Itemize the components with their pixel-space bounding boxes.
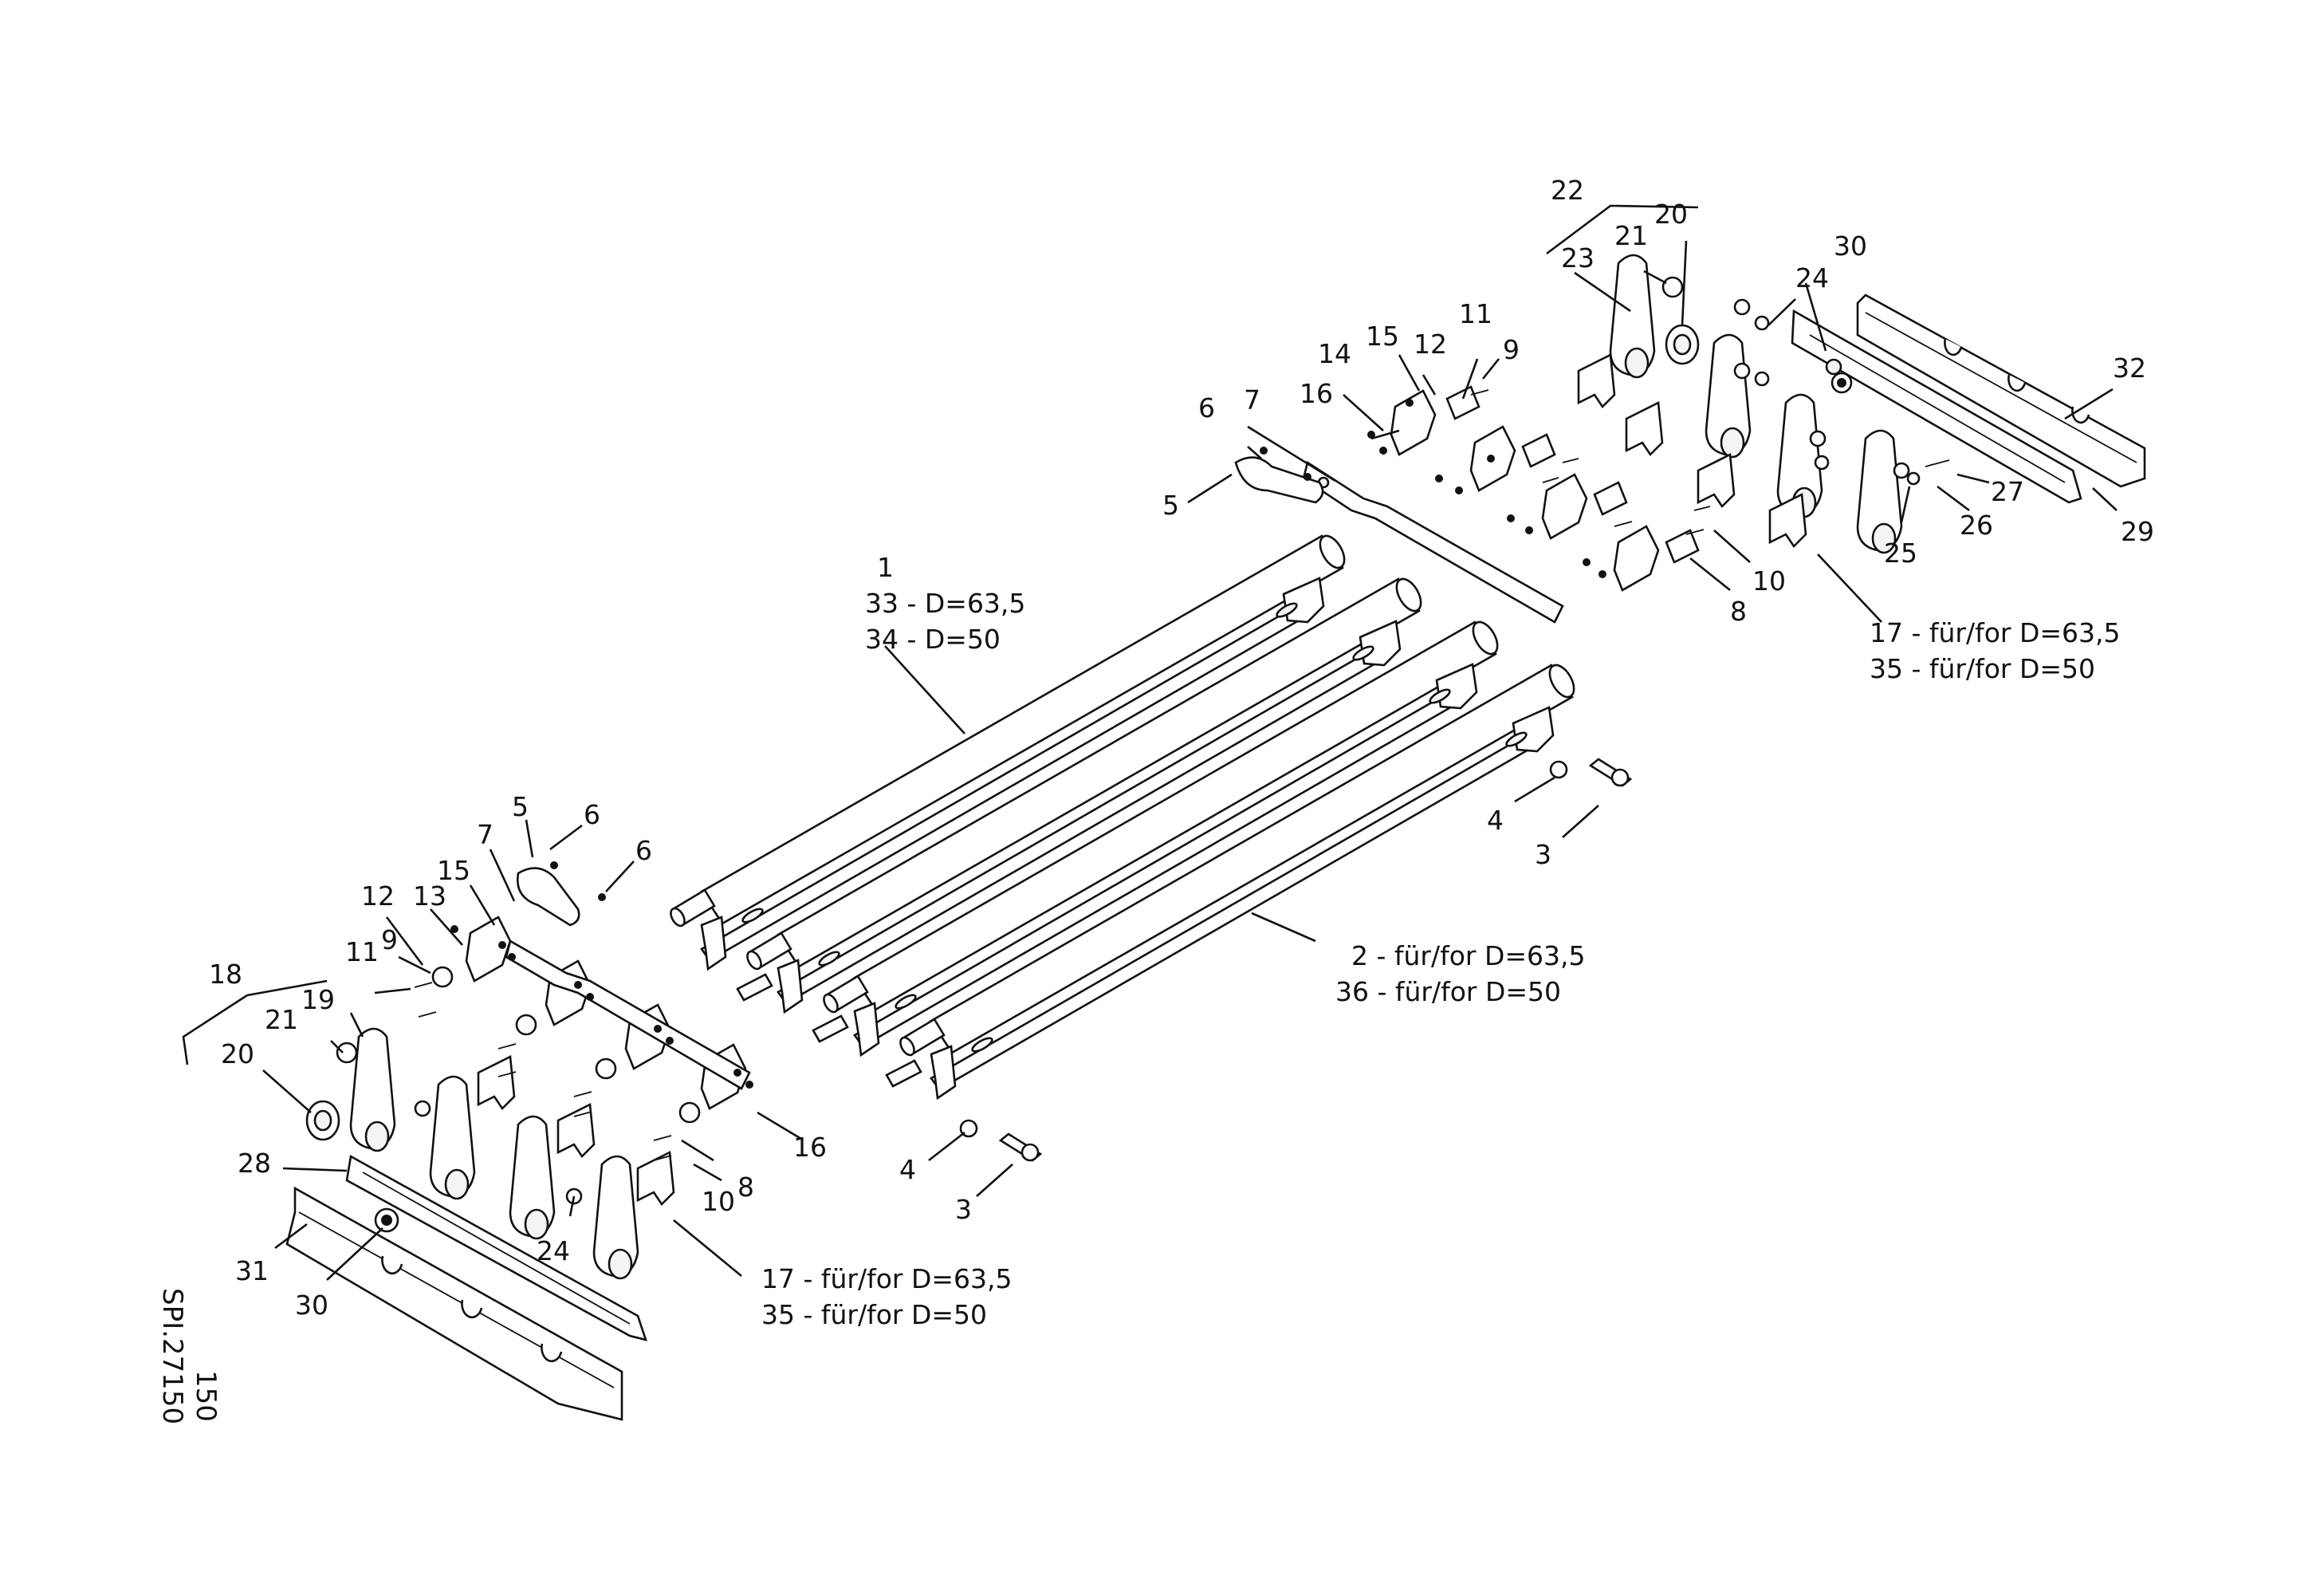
note-cover-left-line-1: 17 - für/for D=63,5 <box>761 1263 1013 1294</box>
callout-l16: 16 <box>793 1132 827 1163</box>
cover-17d <box>1768 492 1807 549</box>
callout-r7: 7 <box>1244 384 1260 415</box>
side-rail-32 <box>1856 293 2146 488</box>
callout-l13: 13 <box>413 880 446 912</box>
callout-r5: 5 <box>1162 490 1179 521</box>
callout-l11: 11 <box>345 936 379 967</box>
callout-l15: 15 <box>437 855 470 886</box>
note-cover-left-line-2: 35 - für/for D=50 <box>761 1299 987 1330</box>
callout-l7: 7 <box>477 819 494 850</box>
drawing-page-number: 150 <box>190 1370 222 1422</box>
roller-assembly <box>670 534 1575 1101</box>
link-7 <box>1302 460 1564 624</box>
roller-3 <box>823 620 1499 1057</box>
side-rail-31 <box>285 1186 623 1421</box>
callout-r14: 14 <box>1318 338 1351 369</box>
note-cover-right-line-1: 17 - für/for D=63,5 <box>1870 617 2121 648</box>
callout-l12: 12 <box>361 880 395 912</box>
right-bracket-assembly <box>1234 254 2146 787</box>
cover-17b <box>1625 400 1664 457</box>
callout-r10: 10 <box>1752 565 1786 597</box>
callout-r8: 8 <box>1730 596 1747 627</box>
callout-l30: 30 <box>295 1290 328 1321</box>
callout-r3: 3 <box>1535 839 1551 870</box>
callout-r29: 29 <box>2121 516 2154 547</box>
callout-r6: 6 <box>1198 392 1215 423</box>
callout-r26: 26 <box>1960 510 1993 541</box>
bushing-21-left <box>336 1042 358 1064</box>
callout-l3: 3 <box>955 1194 972 1225</box>
plate-13 <box>465 916 512 983</box>
roller-1 <box>670 534 1346 971</box>
callout-r4: 4 <box>1487 805 1504 836</box>
note-rail-line-1: 2 - für/for D=63,5 <box>1351 940 1586 971</box>
left-bracket-assembly <box>285 861 1043 1421</box>
callout-r30: 30 <box>1834 230 1867 262</box>
callout-l24: 24 <box>537 1235 570 1266</box>
callout-l28: 28 <box>238 1148 271 1179</box>
callout-r20: 20 <box>1654 199 1688 230</box>
part-notes: 1 33 - D=63,5 34 - D=50 2 - für/for D=63… <box>761 552 2121 1330</box>
roller-4 <box>899 664 1575 1101</box>
callout-l9: 9 <box>381 924 398 955</box>
callout-l18: 18 <box>209 959 242 990</box>
callout-labels: 22 21 20 23 30 24 32 15 12 11 9 14 16 6 … <box>209 175 2154 1321</box>
callout-l31: 31 <box>235 1255 269 1286</box>
bushing-21 <box>1661 276 1684 298</box>
note-rail-line-2: 36 - für/for D=50 <box>1335 976 1561 1007</box>
drawing-code: SPI.27150 <box>156 1288 188 1424</box>
drawing-identifier: SPI.27150 150 <box>156 1288 222 1424</box>
callout-r11: 11 <box>1459 298 1492 329</box>
link-7-left <box>505 939 751 1090</box>
callout-r9: 9 <box>1503 334 1520 365</box>
callout-r23: 23 <box>1561 242 1595 274</box>
cover-17c <box>1697 452 1736 509</box>
note-roller-line-1: 1 <box>877 552 894 583</box>
note-cover-right-line-2: 35 - für/for D=50 <box>1870 653 2095 684</box>
callout-r15: 15 <box>1366 321 1399 352</box>
cover-17a <box>1577 352 1616 409</box>
washer-4-right <box>1549 760 1568 779</box>
callout-l8: 8 <box>737 1172 754 1203</box>
link-5 <box>1234 456 1324 504</box>
callout-r21: 21 <box>1614 220 1648 251</box>
callout-r27: 27 <box>1991 476 2024 507</box>
leader-lines <box>182 204 2118 1281</box>
note-roller-line-3: 34 - D=50 <box>865 624 1001 655</box>
callout-r22: 22 <box>1551 175 1584 206</box>
callout-l21: 21 <box>265 1004 298 1035</box>
callout-l6a: 6 <box>584 799 600 830</box>
roller-2 <box>746 577 1422 1014</box>
callout-l6b: 6 <box>635 835 652 866</box>
callout-l5: 5 <box>512 791 529 822</box>
bracket-29 <box>1791 309 2082 504</box>
callout-r25: 25 <box>1884 538 1917 569</box>
callout-l20: 20 <box>221 1038 254 1069</box>
link-5-left <box>516 867 580 927</box>
note-roller-line-2: 33 - D=63,5 <box>865 588 1025 619</box>
callout-l19: 19 <box>301 984 335 1015</box>
callout-r16: 16 <box>1300 378 1333 409</box>
callout-l4: 4 <box>899 1154 916 1185</box>
callout-r24: 24 <box>1795 262 1829 293</box>
callout-l10: 10 <box>702 1186 735 1217</box>
callout-r12: 12 <box>1414 329 1447 360</box>
callout-r32: 32 <box>2113 352 2146 384</box>
